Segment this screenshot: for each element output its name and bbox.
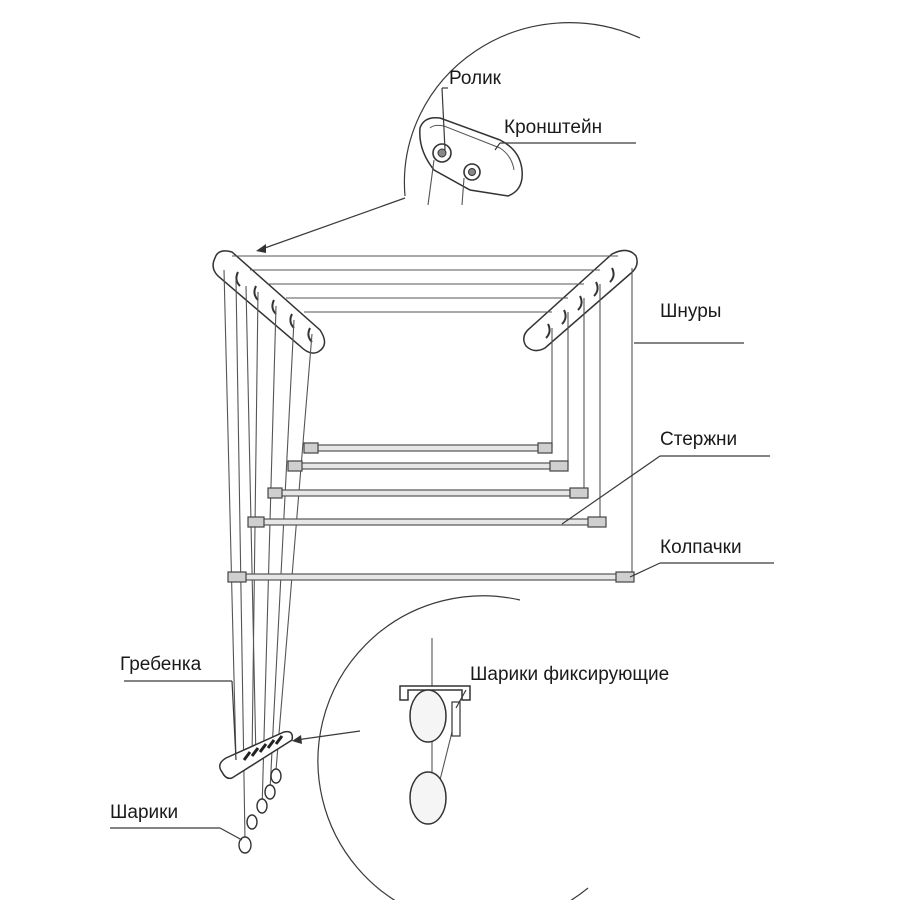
top-detail-pointer-line [261, 197, 406, 250]
label-leaders [110, 342, 774, 841]
caps-leader [629, 562, 661, 578]
bracket-detail [419, 116, 523, 206]
fixing-ball-upper [409, 689, 447, 743]
rods-leader [561, 455, 661, 525]
bracket-roller-marks [235, 267, 615, 343]
roller-leader [441, 87, 446, 151]
rod-4 [261, 518, 591, 526]
fixing-balls-leader [455, 689, 467, 709]
rod-2 [299, 462, 553, 470]
label-comb: Гребенка [120, 654, 202, 675]
cap-1-left [303, 442, 319, 454]
cap-1-right [537, 442, 553, 454]
balls [238, 768, 282, 854]
label-cords: Шнуры [660, 301, 721, 322]
drying-rods [227, 442, 635, 583]
comb [219, 730, 361, 780]
label-balls: Шарики [110, 802, 178, 823]
dryer-frame [212, 249, 638, 854]
rod-1 [315, 444, 541, 452]
cap-4-left [247, 516, 265, 528]
bottom-detail-circle-arc [317, 595, 589, 900]
bottom-detail-callout [317, 595, 589, 900]
label-caps: Колпачки [660, 537, 742, 558]
label-bracket: Кронштейн [504, 117, 602, 138]
label-fixing-balls: Шарики фиксирующие [470, 664, 669, 685]
right-cords [551, 268, 633, 578]
cap-2-left [287, 460, 303, 472]
fixing-ball-lower [409, 771, 447, 825]
right-ceiling-bracket [523, 249, 638, 352]
rod-5 [243, 573, 621, 581]
top-cords [232, 255, 618, 313]
cap-5-right [615, 571, 635, 583]
left-ceiling-bracket [212, 250, 326, 354]
cap-3-left [267, 487, 283, 499]
comb-pointer-line [295, 730, 361, 741]
top-detail-callout [256, 22, 641, 253]
cap-3-right [569, 487, 589, 499]
bracket-leader [494, 142, 501, 151]
cap-4-right [587, 516, 607, 528]
rod-3 [279, 489, 571, 497]
label-roller: Ролик [449, 68, 502, 89]
top-detail-pointer-arrow [256, 244, 266, 253]
cap-2-right [549, 460, 569, 472]
cap-5-left [227, 571, 247, 583]
top-detail-circle-arc [403, 22, 641, 197]
fixing-balls-detail [399, 638, 471, 825]
label-rods: Стержни [660, 429, 737, 450]
